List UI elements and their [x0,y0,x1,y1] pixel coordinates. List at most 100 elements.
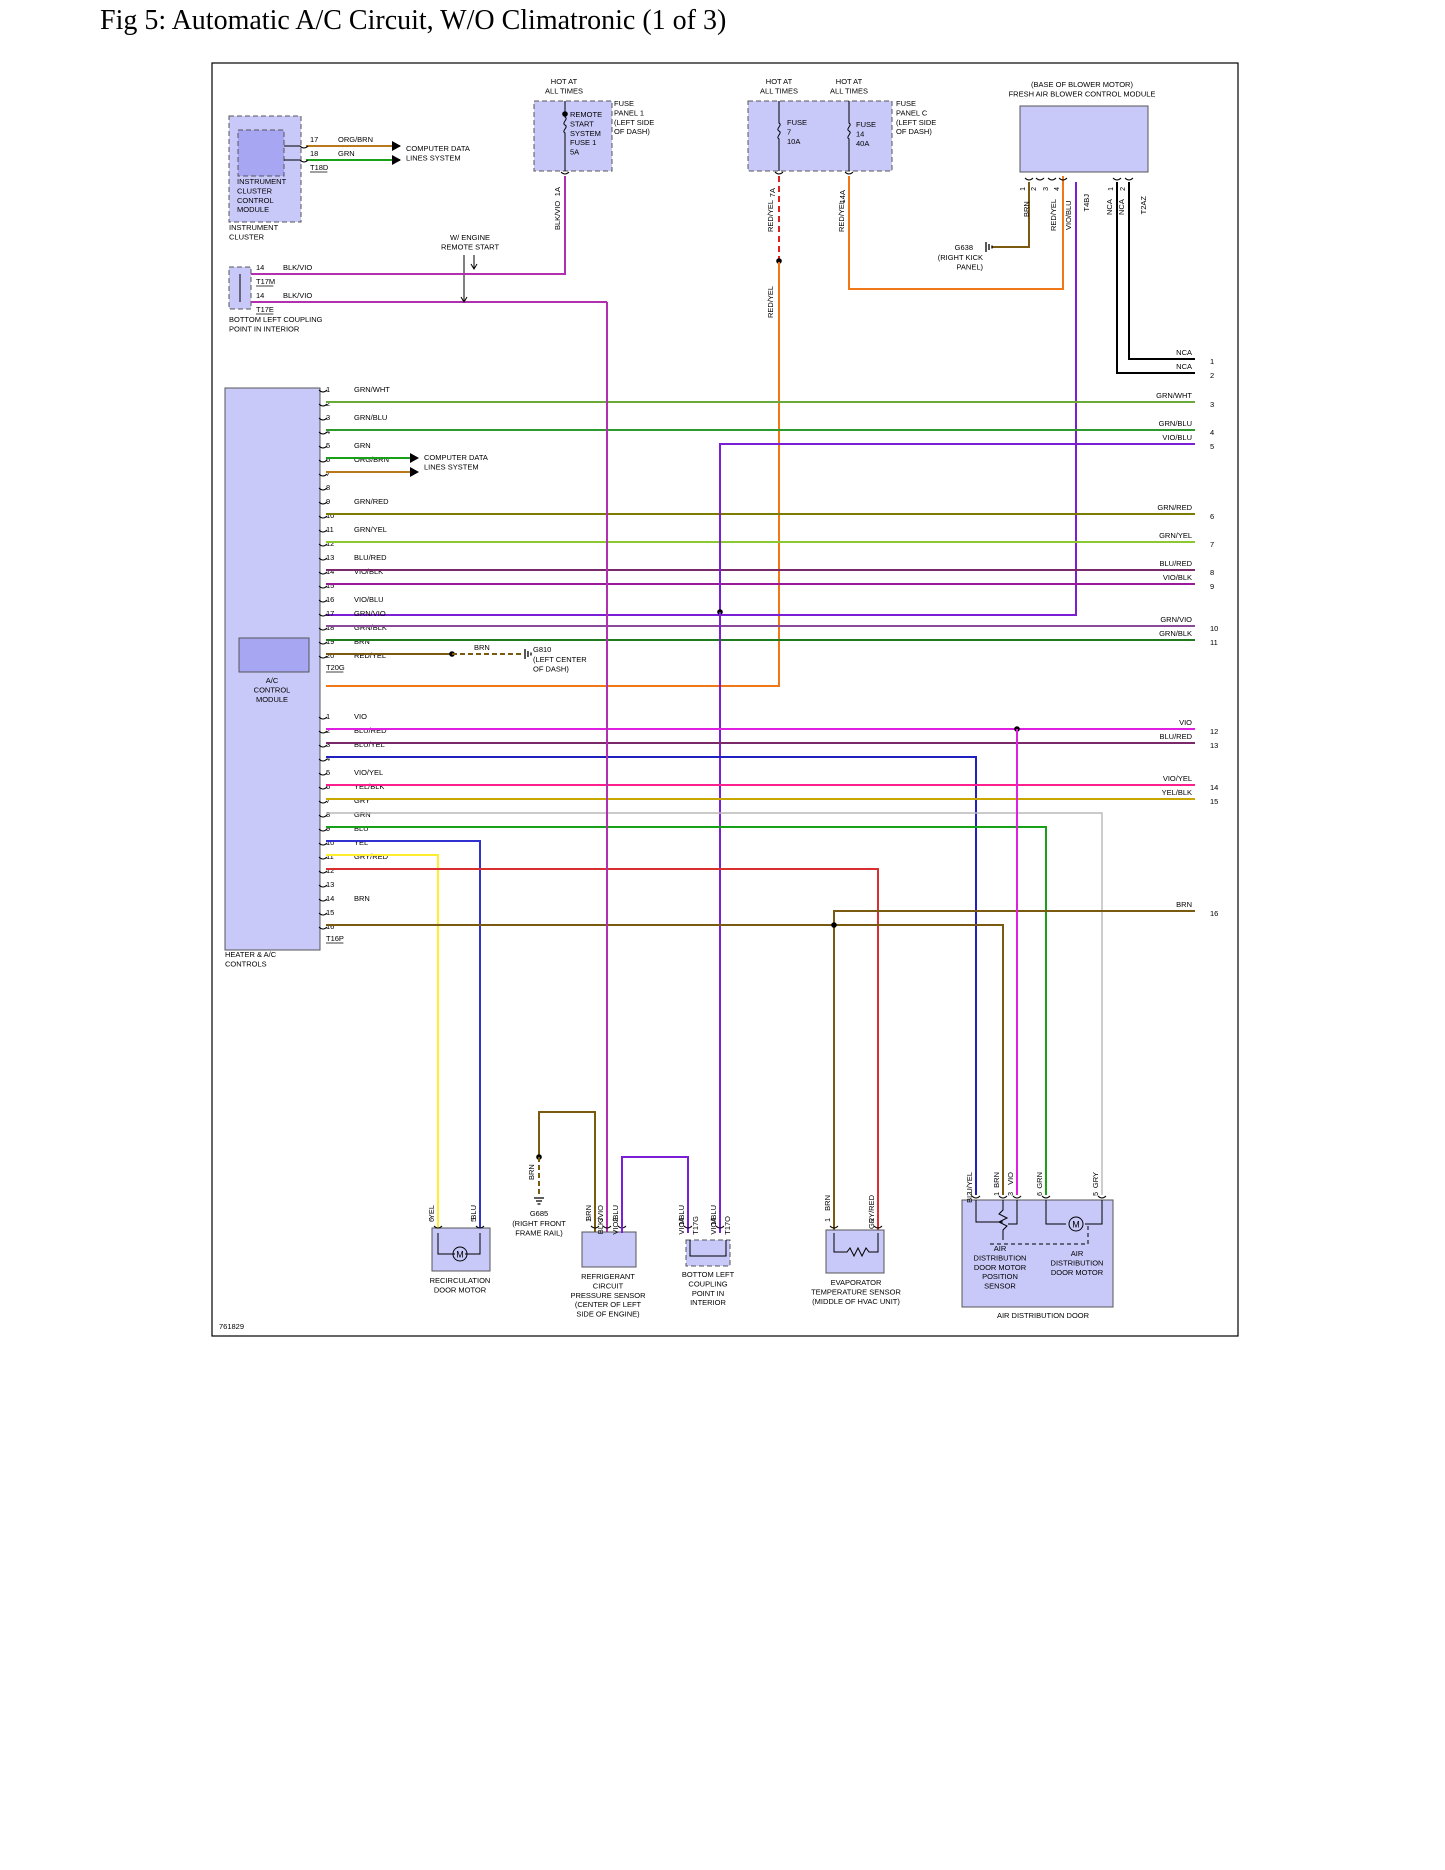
splice-dot [776,258,782,264]
wire-label: RED/YEL [766,200,775,232]
wire-label: ORG/BRN [354,455,389,464]
wire-label: BLU/RED [354,553,387,562]
pin-hook [318,529,328,533]
data-arrow-icon [392,155,401,165]
wire-label: GRN/RED [354,497,389,506]
red-yel-wire [326,262,780,687]
air-distribution-door-label: AIR DISTRIBUTION DOOR [997,1311,1090,1320]
pin-hook [318,501,328,505]
pin-label: 18 [310,149,318,158]
pin-hook [318,585,328,589]
wire-label: VIO/YEL [354,768,383,777]
pin-label: 2 [869,1218,876,1222]
pin-hook [318,856,328,860]
pin-hook [318,926,328,930]
pin-label: 1A [553,187,562,196]
wire-label: GRY/RED [354,852,389,861]
continuation-wire-label: GRN/VIO [1160,615,1192,624]
wire-label: BRN [527,1164,536,1180]
continuation-ref: 16 [1210,909,1218,918]
pin-hook [1047,177,1057,181]
blower-brn-wire [992,182,1030,248]
pin-hook [318,557,328,561]
pin-hook [318,487,328,491]
t16p-pin-6: 6 [326,782,330,791]
pin-hook [433,1225,443,1229]
pin-hook [318,473,328,477]
motor-symbol: M [456,1250,464,1260]
pin-hook [299,159,309,163]
continuation-ref: 10 [1210,624,1218,633]
gry-red-wire [326,868,879,1233]
t20g-pin-17: 17 [326,609,334,618]
continuation-wire-label: NCA [1176,348,1192,357]
pin-hook [318,716,328,720]
grn-wire-2 [326,826,1047,1195]
pin-hook [318,543,328,547]
t20g-pin-10: 10 [326,511,334,520]
connector-label: T17O [723,1216,732,1235]
t20g-pin-7: 7 [326,469,330,478]
air-dist-motor-icon [1068,1216,1084,1232]
pin-hook [318,828,328,832]
continuation-wire-label: BLU/RED [1159,559,1192,568]
t20g-pin-12: 12 [326,539,334,548]
pin-hook [1024,177,1034,181]
pin-label: 5 [1093,1192,1100,1196]
nca-wire-1 [1116,182,1195,374]
pin-hook [318,898,328,902]
pin-label: 5 [471,1218,478,1222]
t16p-pin-14: 14 [326,894,334,903]
wire-label: GRN [354,810,371,819]
continuation-ref: 8 [1210,568,1214,577]
pin-hook [318,870,328,874]
wire-label: RED/YEL [837,200,846,232]
wire-label: YEL [427,1205,436,1219]
wire-label: BLK/VIO [283,291,312,300]
continuation-wire-label: VIO/BLU [1162,433,1192,442]
pin-label: 3 [1008,1192,1015,1196]
blu-yel-wire [326,756,977,1195]
arrow-icon [460,296,468,303]
pin-hook [560,171,570,175]
continuation-ref: 7 [1210,540,1214,549]
pin-hook [318,800,328,804]
refrigerant-pressure-sensor [581,1231,637,1268]
pin-label: 2 [1120,187,1127,191]
pin-hook [1058,177,1068,181]
pin-hook [1012,1195,1022,1199]
t20g-pin-9: 9 [326,497,330,506]
wire-label: GRY [354,796,370,805]
continuation-ref: 4 [1210,428,1214,437]
wire-label: BRN [354,894,370,903]
pin-hook [971,1195,981,1199]
pin-label: 1 [825,1218,832,1222]
pin-hook [873,1225,883,1229]
blower-vio-blu-wire [326,182,1077,616]
wire-label: BLU/YEL [354,740,385,749]
pin-label: 14 [256,291,264,300]
t20g-pin-18: 18 [326,623,334,632]
wire-label: BRN [584,1205,593,1221]
t16p-pin-8: 8 [326,810,330,819]
t20g-pin-11: 11 [326,525,334,534]
continuation-wire-label: GRN/RED [1157,503,1192,512]
red-yel-blower-wire [848,176,1064,290]
data-arrow-icon [392,141,401,151]
recirc-motor-icon [452,1246,468,1262]
connector-label: T20G [326,663,345,672]
wire-label: RED/YEL [1049,199,1058,231]
wire-label: BLK/VIO [553,201,562,230]
pin-hook [774,171,784,175]
pin-hook [318,403,328,407]
t20g-pin-20: 20 [326,651,334,660]
pin-label: 4 [1054,187,1061,191]
